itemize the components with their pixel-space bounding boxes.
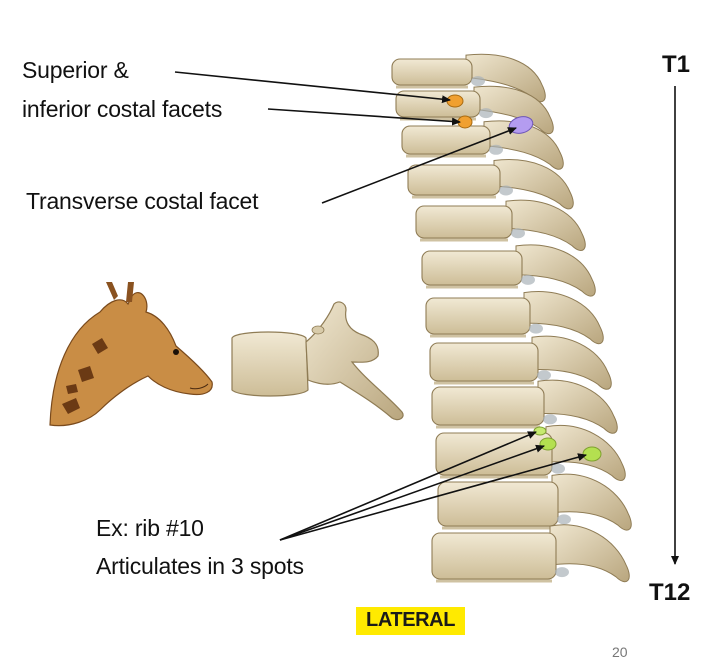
intervertebral-foramen — [537, 370, 551, 380]
intervertebral-foramen — [557, 514, 571, 524]
vertebral-body — [432, 387, 544, 425]
rib10-facet-upper — [534, 427, 546, 435]
intervertebral-foramen — [471, 76, 485, 86]
vertebral-body — [396, 91, 480, 117]
vertebral-body — [430, 343, 538, 381]
vertebral-body — [416, 206, 512, 238]
thoracic-spine-illustration — [392, 54, 631, 581]
vertebra-process — [516, 245, 595, 296]
giraffe-head-image — [50, 282, 212, 426]
intervertebral-foramen — [499, 186, 513, 196]
view-badge: LATERAL — [356, 607, 465, 635]
vertebra-process — [524, 292, 603, 344]
intervertebral-foramen — [555, 567, 569, 577]
intervertebral-foramen — [489, 145, 503, 155]
intervertebral-foramen — [479, 108, 493, 118]
intervertebral-foramen — [511, 228, 525, 238]
label-articulation-note: Articulates in 3 spots — [96, 553, 304, 580]
inferior-costal-facet — [458, 116, 472, 128]
vertebral-body — [426, 298, 530, 334]
intervertebral-foramen — [529, 324, 543, 334]
rib10-transverse-facet — [583, 447, 601, 461]
range-start-label: T1 — [662, 51, 690, 79]
vertebra-process — [506, 200, 585, 250]
intervertebral-foramen — [521, 275, 535, 285]
vertebral-body — [422, 251, 522, 285]
slide-number: 20 — [612, 644, 628, 660]
intervertebral-foramen — [543, 414, 557, 424]
vertebral-body — [432, 533, 556, 579]
vertebral-body — [438, 482, 558, 526]
vertebral-body — [402, 126, 490, 154]
vertebral-body — [408, 165, 500, 195]
superior-costal-facet — [447, 95, 463, 107]
range-end-label: T12 — [649, 579, 690, 607]
single-vertebra-image — [232, 302, 403, 420]
label-superior-costal-facets: Superior & — [22, 57, 129, 84]
vertebral-body — [392, 59, 472, 85]
rib10-facet-lower — [540, 438, 556, 450]
label-inferior-costal-facets: inferior costal facets — [22, 96, 222, 123]
intervertebral-foramen — [551, 464, 565, 474]
label-rib-example: Ex: rib #10 — [96, 515, 204, 542]
label-transverse-costal-facet: Transverse costal facet — [26, 188, 258, 215]
